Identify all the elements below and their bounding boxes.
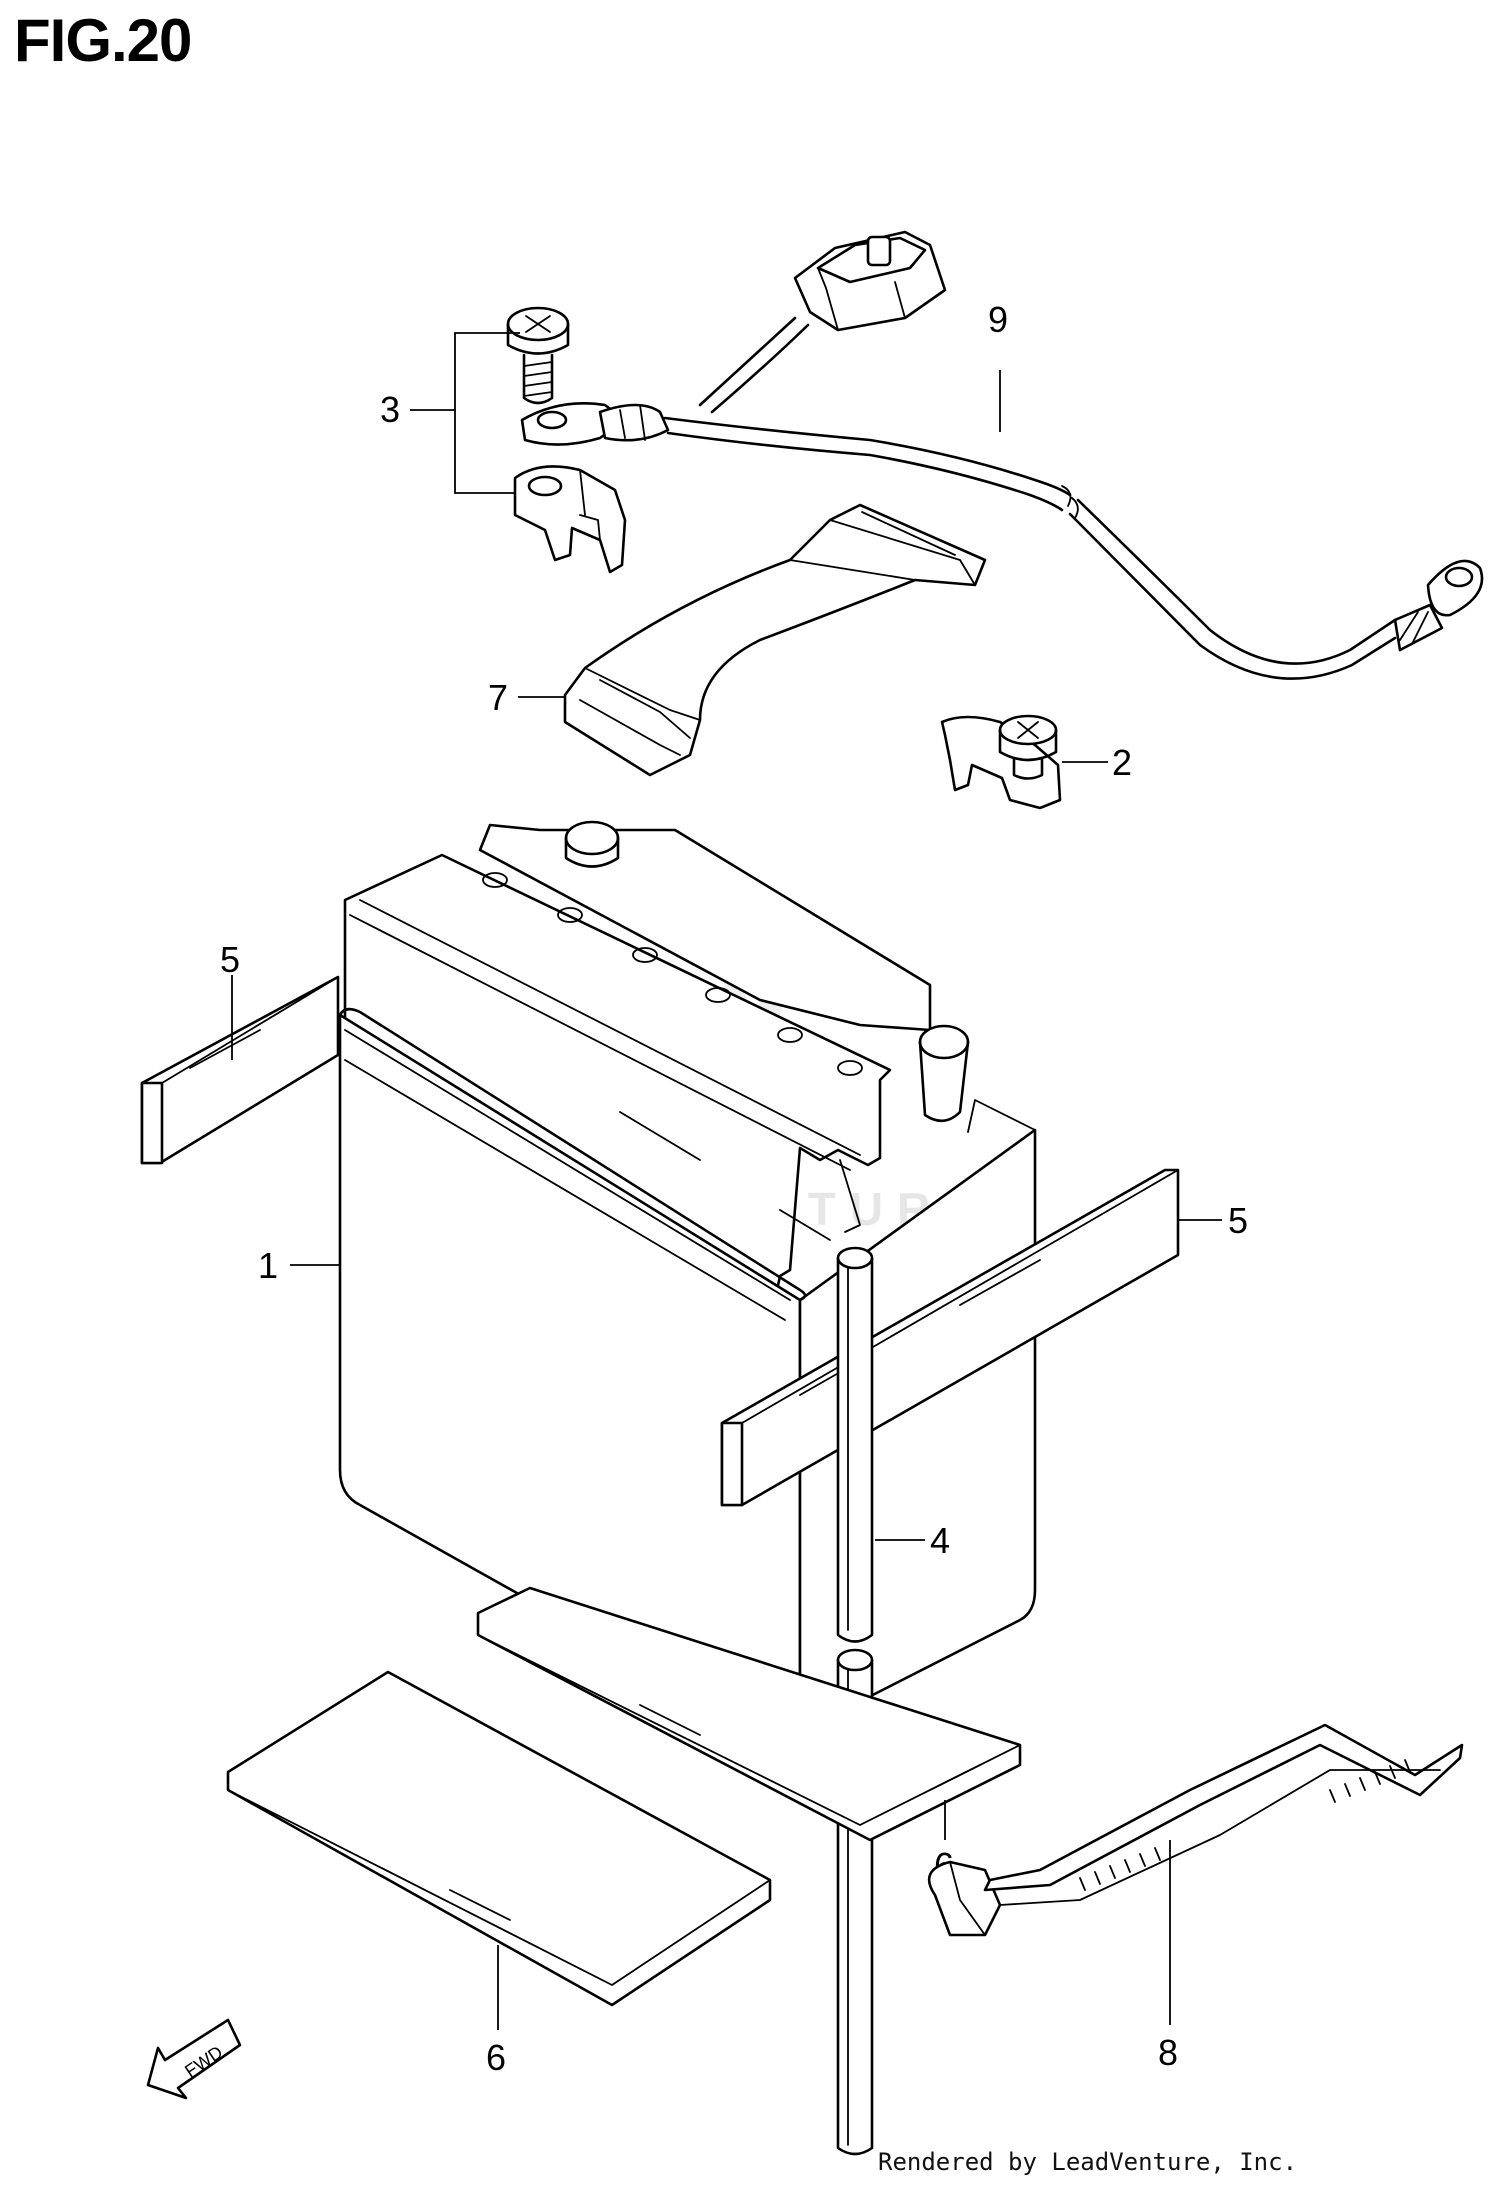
callout-1: 1: [258, 1245, 278, 1286]
part-8-cable-tie[interactable]: [927, 1723, 1464, 1937]
part-5a-pad-left[interactable]: [140, 975, 340, 1165]
fwd-arrow: FWD: [146, 2018, 242, 2100]
figure-title: FIG.20: [14, 7, 192, 74]
part-7-battery-strap[interactable]: [563, 503, 987, 777]
part-3-bolt-bracket[interactable]: [506, 306, 627, 574]
callout-3: 3: [380, 389, 400, 430]
part-1-battery[interactable]: [338, 820, 1037, 1741]
part-6b-base-pad[interactable]: [226, 1670, 772, 2007]
part-6a-tray-pad[interactable]: [476, 1586, 1022, 1842]
callout-6b: 6: [486, 2037, 506, 2078]
callout-5b: 5: [1228, 1200, 1248, 1241]
callout-8: 8: [1158, 2032, 1178, 2073]
part-3-bracket-leader: [410, 332, 520, 494]
callout-7: 7: [488, 677, 508, 718]
callout-4: 4: [930, 1520, 950, 1561]
callout-5a: 5: [220, 939, 240, 980]
render-credit: Rendered by LeadVenture, Inc.: [878, 2148, 1298, 2176]
part-9-wire-harness[interactable]: [520, 230, 1484, 680]
part-2-bolt-bracket[interactable]: [940, 714, 1062, 810]
callout-2: 2: [1112, 742, 1132, 783]
callout-9: 9: [988, 299, 1008, 340]
